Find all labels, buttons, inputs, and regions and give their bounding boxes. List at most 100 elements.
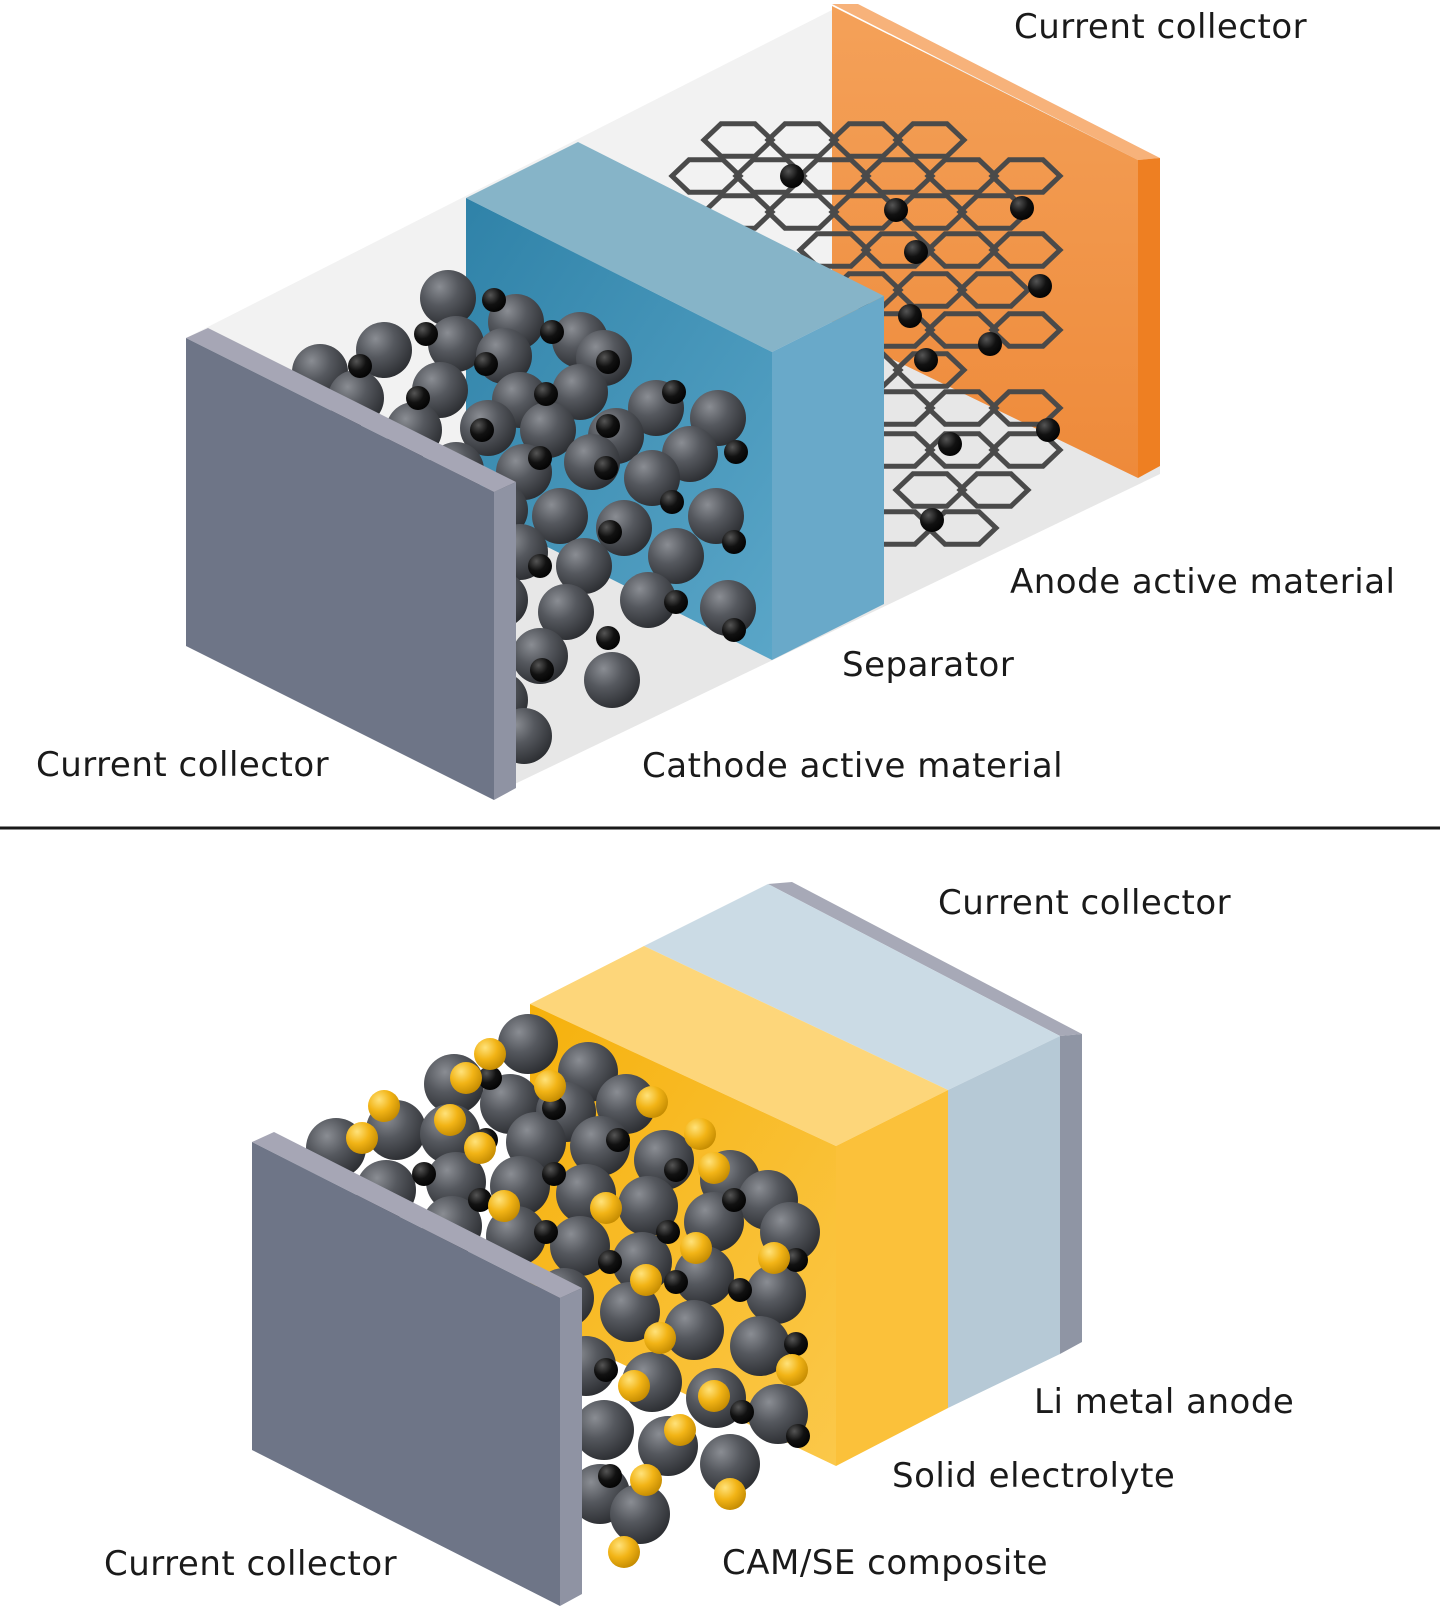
cam-particle (600, 1282, 660, 1342)
solid-electrolyte-particle (644, 1322, 676, 1354)
lithium-ion (596, 626, 620, 650)
cathode-particle (556, 538, 612, 594)
lithium-ion (898, 304, 922, 328)
cam-particle (574, 1400, 634, 1460)
lithium-ion (530, 658, 554, 682)
hexagon-ring (892, 471, 968, 509)
li-anode-top-face (644, 884, 1060, 1090)
solid-electrolyte-particle (450, 1062, 482, 1094)
lithium-ion (534, 1220, 558, 1244)
lithium-ion (594, 1358, 618, 1382)
lithium-ion (468, 1188, 492, 1212)
bottom-battery-cell: Current collector Li metal anode Solid e… (104, 882, 1294, 1606)
hexagon-ring (988, 157, 1064, 195)
solid-electrolyte-particle (630, 1464, 662, 1496)
solid-electrolyte-particle (636, 1086, 668, 1118)
lithium-ion (482, 288, 506, 312)
cathode-particle (620, 572, 676, 628)
cam-particle (730, 1316, 790, 1376)
hexagon-ring (956, 193, 1032, 231)
lithium-ion (1036, 418, 1060, 442)
cam-se-composite-particles (306, 1014, 820, 1568)
li-collector-side-face (1060, 1034, 1082, 1354)
cathode-particle (532, 488, 588, 544)
label-cam-se-composite: CAM/SE composite (722, 1543, 1048, 1583)
hexagon-ring (700, 121, 776, 159)
solid-electrolyte-particle (618, 1370, 650, 1402)
lithium-ion (1010, 196, 1034, 220)
hexagon-ring (892, 351, 968, 389)
lithium-ion (722, 1188, 746, 1212)
lithium-ion (598, 1250, 622, 1274)
lithium-ion (722, 618, 746, 642)
solid-electrolyte-particle (698, 1152, 730, 1184)
lithium-ion (884, 198, 908, 222)
li-anode-side-face (948, 1036, 1060, 1408)
lithium-ion (656, 1220, 680, 1244)
lithium-ion (596, 350, 620, 374)
label-current-collector-top: Current collector (1014, 7, 1307, 47)
lithium-ion (406, 386, 430, 410)
hexagon-ring (860, 157, 936, 195)
cathode-collector-top-face (186, 328, 516, 492)
lithium-ion (598, 520, 622, 544)
label-cathode-active-material: Cathode active material (642, 746, 1063, 786)
cathode-particle (520, 402, 576, 458)
anode-lithium-ions (780, 164, 1060, 532)
label-current-collector-bottom-2: Current collector (104, 1544, 397, 1584)
lithium-ion (664, 1270, 688, 1294)
hexagon-ring (924, 157, 1000, 195)
lithium-ion (728, 1278, 752, 1302)
cam-particle (618, 1176, 678, 1236)
anode-collector-side-face (1138, 158, 1160, 478)
label-solid-electrolyte: Solid electrolyte (892, 1456, 1175, 1496)
lithium-ion (348, 354, 372, 378)
solid-electrolyte-particle (698, 1380, 730, 1412)
lithium-ion (978, 332, 1002, 356)
lithium-ion (540, 320, 564, 344)
solid-electrolyte-particle (474, 1038, 506, 1070)
lithium-ion (904, 240, 928, 264)
lithium-ion (478, 1066, 502, 1090)
hexagon-ring (764, 193, 840, 231)
se-side-face (836, 1090, 948, 1466)
solid-electrolyte-particle (590, 1192, 622, 1224)
li-collector-top-face (768, 882, 1082, 1036)
hexagon-ring (764, 121, 840, 159)
lithium-ion (542, 1096, 566, 1120)
li-metal-anode-layer (644, 884, 1060, 1408)
cam-particle (700, 1434, 760, 1494)
label-current-collector-top-2: Current collector (938, 883, 1231, 923)
lithium-ion (664, 1158, 688, 1182)
cam-particle (664, 1300, 724, 1360)
cathode-current-collector (186, 328, 516, 800)
lithium-ion (594, 456, 618, 480)
lithium-ion (528, 446, 552, 470)
label-separator: Separator (842, 645, 1014, 685)
cam-particle (610, 1484, 670, 1544)
solid-electrolyte-particle (630, 1264, 662, 1296)
solid-electrolyte-particle (608, 1536, 640, 1568)
lithium-ion (474, 352, 498, 376)
separator-top-face (466, 142, 884, 352)
lithium-ion (730, 1400, 754, 1424)
solid-electrolyte-particle (684, 1118, 716, 1150)
lithium-ion (412, 1162, 436, 1186)
li-anode-current-collector (768, 882, 1082, 1354)
solid-electrolyte-particle (680, 1232, 712, 1264)
cathode-particle (648, 528, 704, 584)
anode-graphite-lattice (668, 121, 1064, 547)
hexagon-ring (668, 157, 744, 195)
composite-current-collector (252, 1132, 582, 1606)
label-anode-active-material: Anode active material (1010, 562, 1395, 602)
composite-collector-top-face (252, 1132, 582, 1298)
lithium-ion (470, 418, 494, 442)
hexagon-ring (924, 389, 1000, 427)
cathode-particle (538, 584, 594, 640)
cathode-collector-side-face (494, 482, 516, 800)
label-current-collector-bottom: Current collector (36, 745, 329, 785)
lithium-ion (784, 1248, 808, 1272)
cathode-particle (428, 316, 484, 372)
cathode-particle (420, 270, 476, 326)
